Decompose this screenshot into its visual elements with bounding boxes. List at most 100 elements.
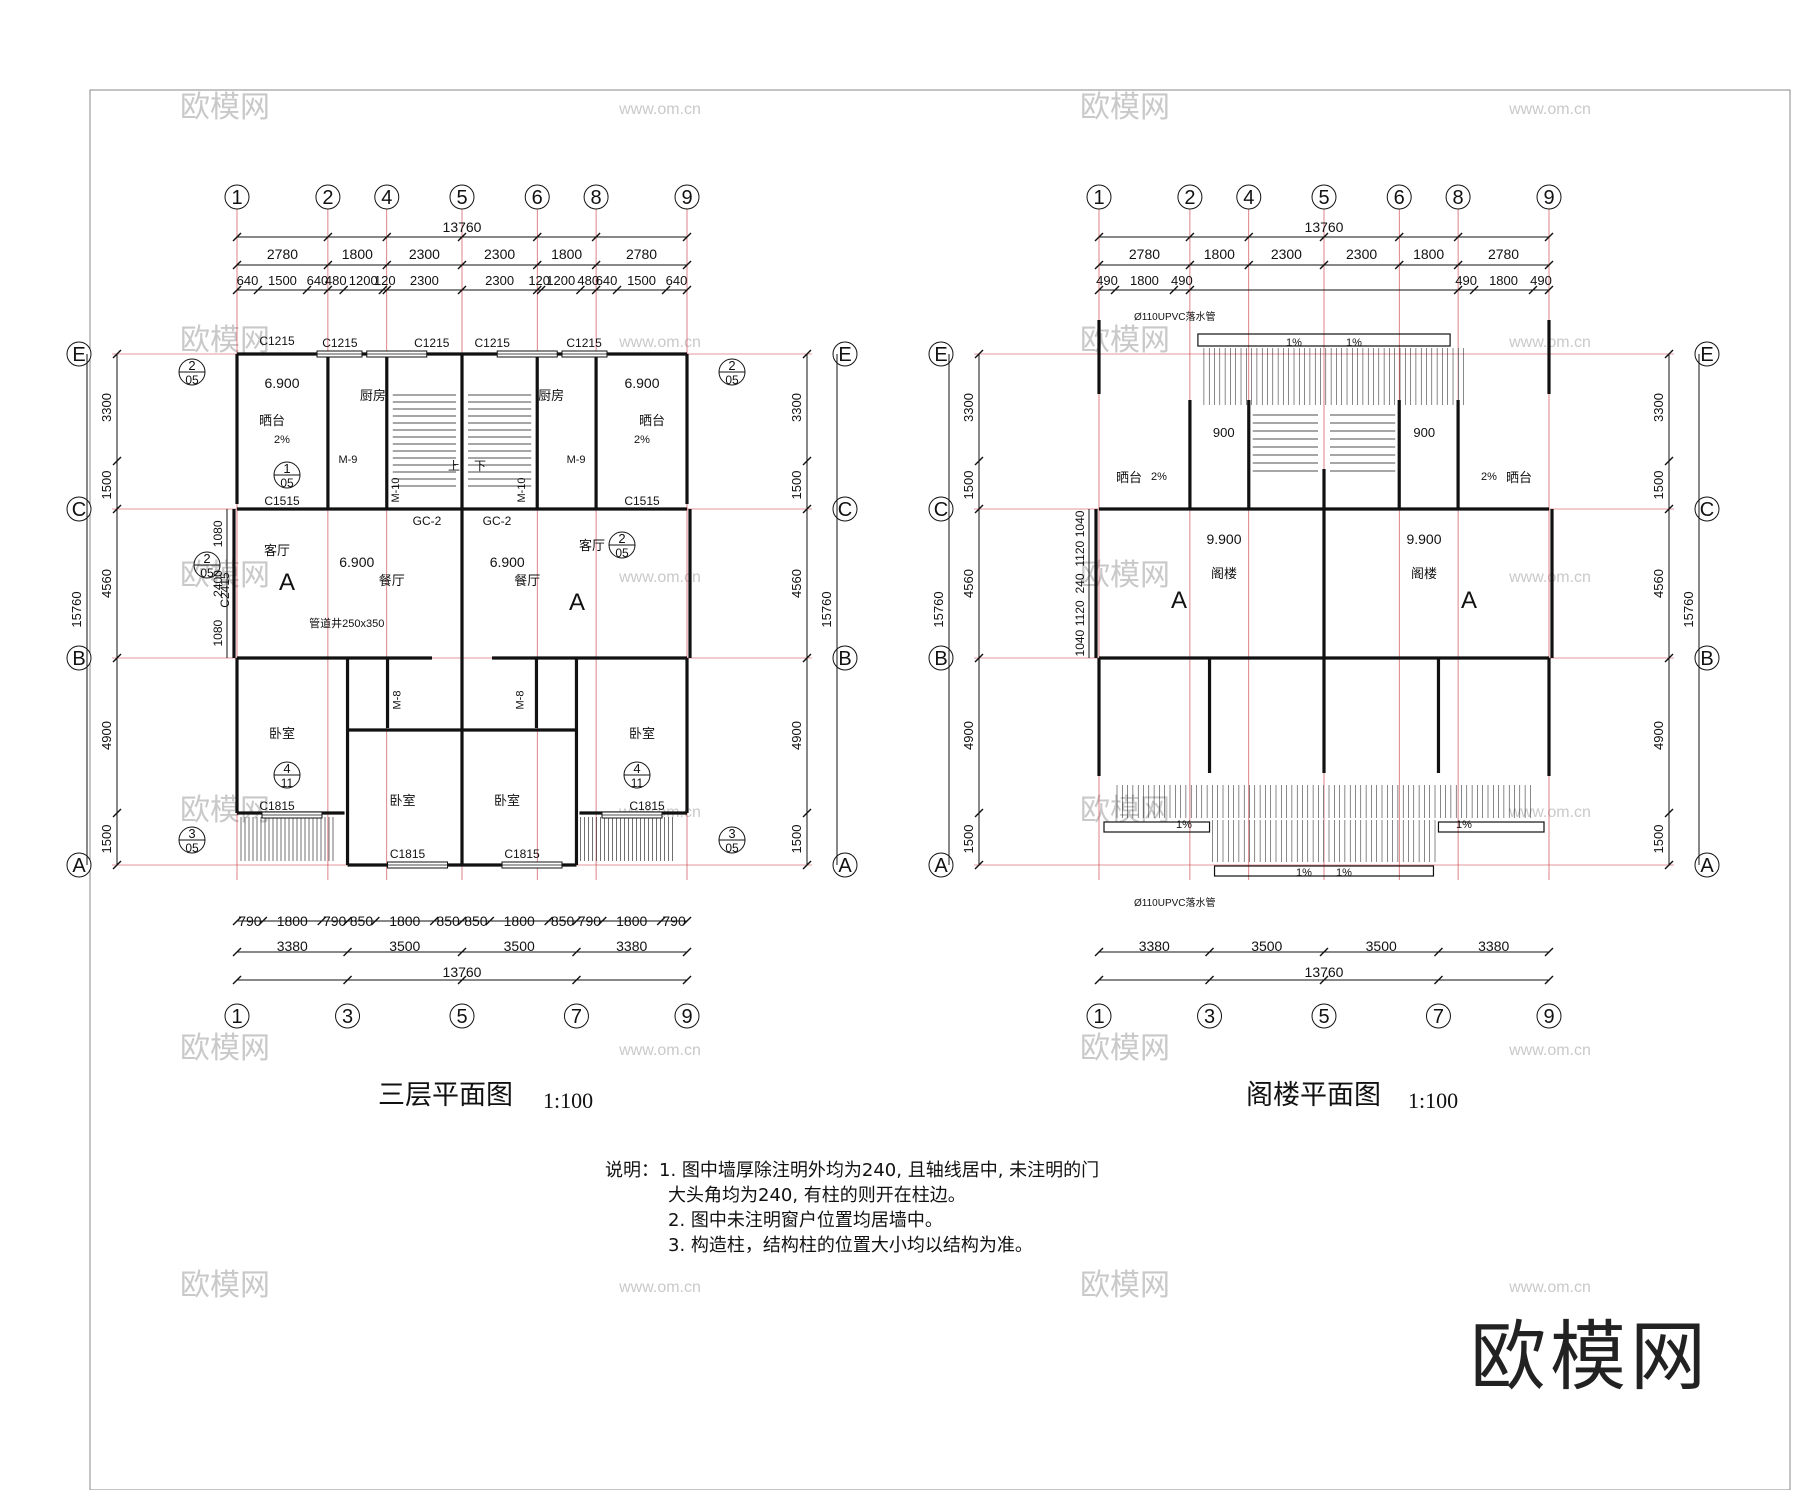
axis-row-right-E-circle [832, 341, 858, 367]
dim-top-2: 2300 [485, 273, 514, 288]
callout-bottom: 05 [185, 373, 199, 387]
window-label: C1815 [629, 799, 665, 813]
watermark-url: www.om.cn [1508, 804, 1591, 821]
room-label-balcony: 晒台 [1506, 470, 1532, 485]
dim-tick [1469, 285, 1479, 295]
dim-tick [974, 504, 984, 514]
dim-tick [232, 947, 242, 957]
axis-row-left-C-circle [928, 496, 954, 522]
door-label: M-9 [338, 454, 357, 466]
axis-top-6-label: 6 [1394, 187, 1405, 209]
axis-row-right-A-label: A [838, 855, 852, 877]
dim-tick [1544, 947, 1554, 957]
dim-tick [1244, 260, 1254, 270]
dim-top-2: 640 [596, 273, 618, 288]
elevation-mark: 6.900 [624, 375, 659, 391]
axis-row-left-A-circle [928, 852, 954, 878]
dim-bottom-2: 3380 [1139, 938, 1170, 954]
room-label-bedroom: 卧室 [629, 726, 655, 741]
dim-side-inner: 1120 [1073, 600, 1087, 626]
dim-top-2: 640 [666, 273, 688, 288]
gutter-note: Ø110UPVC落水管 [1134, 896, 1216, 909]
axis-bottom-5-circle [1311, 1003, 1337, 1029]
watermark-url: www.om.cn [618, 1279, 701, 1296]
dim-tick [232, 285, 242, 295]
dim-top-2: 120 [374, 273, 396, 288]
room-label-balcony: 晒台 [639, 413, 665, 428]
dim-top-1: 1800 [1413, 246, 1444, 262]
window-label: C1215 [475, 336, 511, 350]
dim-tick [1394, 232, 1404, 242]
design-notes: 说明：1. 图中墙厚除注明外均为240, 且轴线居中, 未注明的门 大头角均为2… [605, 1158, 1225, 1258]
axis-top-5-label: 5 [1318, 187, 1329, 209]
dim-side: 1500 [99, 471, 114, 500]
pipe-note: 管道井250x350 [309, 616, 384, 630]
axis-top-4-circle [1236, 184, 1262, 210]
dim-bottom-1: 790 [323, 913, 347, 929]
axis-top-8-circle [1445, 184, 1471, 210]
dim-top-2: 1200 [349, 273, 378, 288]
axis-row-right-E-label: E [838, 344, 851, 366]
dim-tick [1319, 232, 1329, 242]
window-label: GC-2 [483, 514, 512, 528]
dim-tick [682, 947, 692, 957]
callout-top: 3 [188, 826, 195, 841]
stair-dim: 900 [1413, 425, 1435, 440]
axis-top-5-circle [449, 184, 475, 210]
watermark-brand: 欧模网 [1080, 1269, 1170, 1302]
dim-tick [382, 285, 392, 295]
axis-bottom-5-label: 5 [1318, 1006, 1329, 1028]
dim-tick [1185, 232, 1195, 242]
axis-row-left-E-circle [66, 341, 92, 367]
door-label: M-8 [514, 691, 526, 710]
axis-top-6-label: 6 [532, 187, 543, 209]
dim-bottom-1: 850 [436, 913, 460, 929]
dim-tick [457, 285, 467, 295]
note-line-1: 说明：1. 图中墙厚除注明外均为240, 且轴线居中, 未注明的门 [605, 1160, 1100, 1181]
dim-tick [682, 916, 692, 926]
dim-side: 1500 [99, 825, 114, 854]
callout-top: 2 [188, 358, 195, 373]
dim-tick [258, 916, 268, 926]
elevation-mark: 9.900 [1406, 531, 1441, 547]
axis-top-2-label: 2 [322, 187, 333, 209]
dim-tick [1094, 285, 1104, 295]
dim-tick [1433, 947, 1443, 957]
dim-top-1: 2300 [409, 246, 440, 262]
axis-top-2-label: 2 [1184, 187, 1195, 209]
dim-tick [682, 285, 692, 295]
unit-label: A [1171, 587, 1187, 614]
brand-logo-text: 欧模网 [1470, 1312, 1710, 1401]
watermark-url: www.om.cn [618, 1042, 701, 1059]
dim-bottom-1: 1800 [277, 913, 308, 929]
dim-tick [1094, 260, 1104, 270]
dim-tick [382, 260, 392, 270]
window-label: C1215 [322, 336, 358, 350]
callout-bottom: 05 [200, 566, 214, 580]
dim-tick [112, 456, 122, 466]
dim-side: 1500 [789, 825, 804, 854]
watermark-brand: 欧模网 [180, 1032, 270, 1065]
plan-title-left: 三层平面图 [378, 1080, 513, 1111]
axis-bottom-3-circle [1197, 1003, 1223, 1029]
dim-top-1: 1800 [342, 246, 373, 262]
dim-tick [532, 232, 542, 242]
dim-tick [802, 349, 812, 359]
dim-tick [1453, 232, 1463, 242]
dim-tick [112, 349, 122, 359]
room-label-kitchen: 厨房 [538, 388, 564, 403]
dim-tick [112, 653, 122, 663]
dim-tick [536, 285, 546, 295]
axis-bottom-9-circle [1536, 1003, 1562, 1029]
dim-tick [232, 260, 242, 270]
unit-label: A [569, 589, 585, 616]
axis-row-left-A-label: A [72, 855, 86, 877]
axis-top-9-label: 9 [681, 187, 692, 209]
axis-bottom-5-circle [449, 1003, 475, 1029]
dim-tick [457, 947, 467, 957]
axis-top-1-circle [224, 184, 250, 210]
roof-slope: 1% [1336, 867, 1352, 879]
